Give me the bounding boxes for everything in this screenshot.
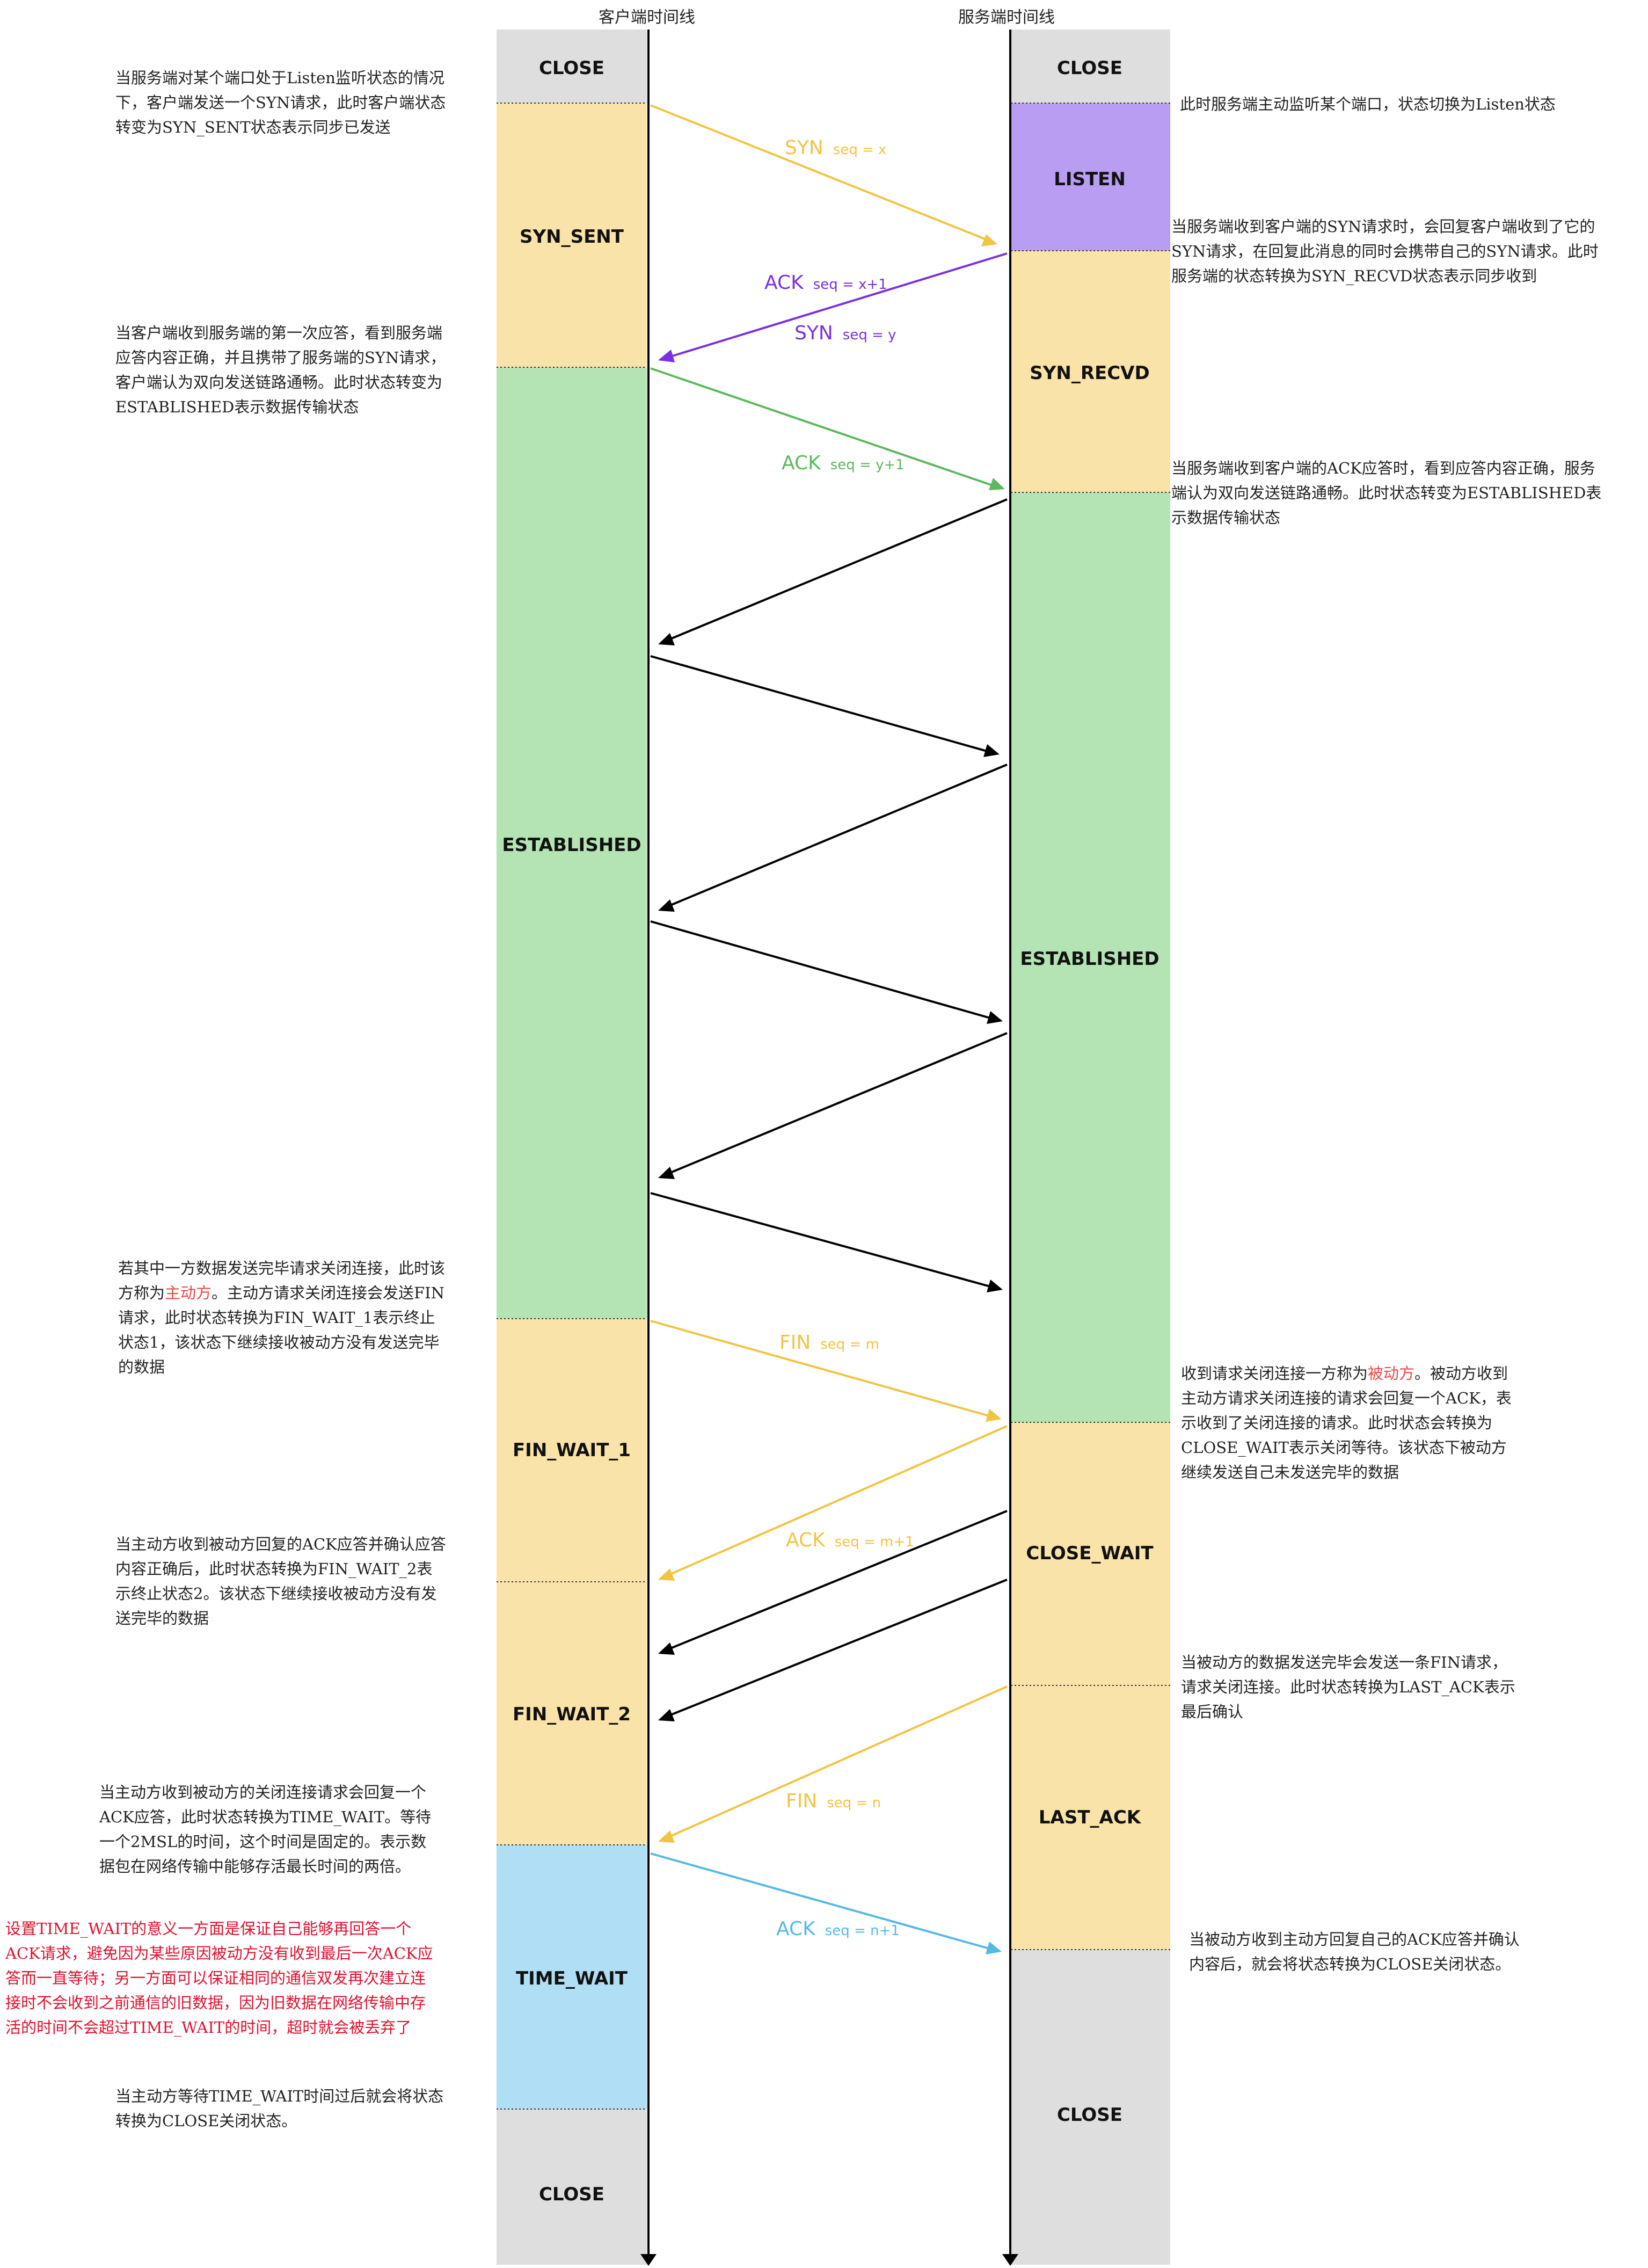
active-party-highlight: 主动方 <box>165 1284 212 1302</box>
data-arrowhead-icon <box>987 1280 1003 1292</box>
server-annotations: 此时服务端主动监听某个端口，状态切换为Listen状态 当服务端收到客户端的SY… <box>1171 95 1607 1973</box>
server-state-column: CLOSE LISTEN SYN_RECVD ESTABLISHED CLOSE… <box>1011 30 1170 2265</box>
note-client-established: 当客户端收到服务端的第一次应答，看到服务端 应答内容正确，并且携带了服务端的SY… <box>115 324 451 416</box>
note-client-syn-sent: 当服务端对某个端口处于Listen监听状态的情况 下，客户端发送一个SYN请求，… <box>115 69 451 137</box>
timeline-axes <box>640 30 1018 2266</box>
server-axis-arrow-icon <box>1002 2254 1018 2266</box>
note-server-last-ack: 当被动方的数据发送完毕会发送一条FIN请求， 请求关闭连接。此时状态转换为LAS… <box>1181 1653 1520 1721</box>
data-arrowhead-icon <box>987 1011 1003 1024</box>
ack-n1-arrow <box>650 1852 991 1950</box>
data-arrowhead-icon <box>658 633 675 645</box>
note-time-wait-reason: 设置TIME_WAIT的意义一方面是保证自己能够再回答一个 ACK请求，避免因为… <box>5 1920 438 2037</box>
message-label: FIN seq = n <box>786 1790 881 1812</box>
server-state-label: LAST_ACK <box>1039 1807 1142 1828</box>
message-label: ACK seq = m+1 <box>786 1529 914 1551</box>
data-arrow <box>667 764 1008 907</box>
data-arrowhead-icon <box>983 744 1000 757</box>
client-state-established <box>497 367 647 1319</box>
syn-x-arrow <box>650 104 989 242</box>
server-state-close-wait <box>1011 1422 1170 1685</box>
client-state-close-top <box>497 30 647 103</box>
fin-m-arrowhead-icon <box>986 1409 1002 1422</box>
message-labels: SYN seq = x ACK seq = x+1 SYN seq = y AC… <box>764 137 914 1940</box>
client-axis-arrow-icon <box>640 2254 657 2266</box>
note-server-close-wait: 收到请求关闭连接一方称为被动方。被动方收到 主动方请求关闭连接的请求会回复一个A… <box>1181 1364 1516 1481</box>
server-state-label: SYN_RECVD <box>1030 362 1149 384</box>
client-state-time-wait <box>497 1845 647 2109</box>
note-client-close: 当主动方等待TIME_WAIT时间过后就会将状态 转换为CLOSE关闭状态。 <box>115 2087 449 2130</box>
server-state-label: CLOSE_WAIT <box>1026 1543 1154 1564</box>
syn-x-arrowhead-icon <box>981 234 997 246</box>
data-arrow <box>650 655 989 753</box>
client-state-label: ESTABLISHED <box>502 834 641 856</box>
fin-n-arrow <box>667 1685 1008 1838</box>
client-state-column: CLOSE SYN_SENT ESTABLISHED FIN_WAIT_1 FI… <box>497 30 647 2265</box>
data-arrowhead-icon <box>658 899 675 912</box>
message-label: SYN seq = x <box>785 137 887 159</box>
server-state-established <box>1011 492 1170 1422</box>
message-label: FIN seq = m <box>779 1332 879 1354</box>
server-state-close-bottom <box>1011 1950 1170 2265</box>
data-arrowhead-icon <box>658 1167 675 1179</box>
data-arrow <box>650 920 993 1020</box>
server-timeline-title: 服务端时间线 <box>958 8 1055 27</box>
note-client-fin-wait-1: 若其中一方数据发送完毕请求关闭连接，此时该 方称为主动方。主动方请求关闭连接会发… <box>118 1259 450 1376</box>
server-state-syn-recvd <box>1011 251 1170 492</box>
note-client-time-wait: 当主动方收到被动方的关闭连接请求会回复一个 ACK应答，此时状态转换为TIME_… <box>99 1783 436 1876</box>
data-arrowhead-icon <box>658 1642 675 1655</box>
client-state-syn-sent <box>497 103 647 367</box>
data-arrowhead-icon <box>658 1709 675 1721</box>
ack-y1-arrow <box>650 367 995 487</box>
message-label: ACK seq = n+1 <box>776 1918 900 1940</box>
data-arrow <box>650 1192 993 1288</box>
data-arrow <box>667 1579 1008 1717</box>
server-state-label: CLOSE <box>1057 2104 1122 2126</box>
note-server-close: 当被动方收到主动方回复自己的ACK应答并确认 内容后，就会将状态转换为CLOSE… <box>1189 1930 1525 1973</box>
ack-m1-arrow <box>667 1425 1008 1576</box>
ack-n1-arrowhead-icon <box>986 1942 1002 1954</box>
client-state-close-bottom <box>497 2109 647 2265</box>
client-state-label: CLOSE <box>539 57 604 79</box>
note-server-listen: 此时服务端主动监听某个端口，状态切换为Listen状态 <box>1180 95 1556 113</box>
message-label: SYN seq = y <box>794 322 896 344</box>
server-state-listen <box>1011 103 1170 251</box>
message-label: ACK seq = x+1 <box>764 272 887 294</box>
server-state-label: ESTABLISHED <box>1020 948 1159 970</box>
message-label: ACK seq = y+1 <box>782 452 905 474</box>
data-arrow <box>667 498 1008 641</box>
ack-syn-arrowhead-icon <box>658 350 675 362</box>
ack-syn-arrow <box>668 252 1008 358</box>
server-state-last-ack <box>1011 1685 1170 1950</box>
client-state-label: TIME_WAIT <box>516 1968 628 1989</box>
fin-m-arrow <box>650 1320 991 1418</box>
data-arrow <box>667 1510 1008 1651</box>
note-client-fin-wait-2: 当主动方收到被动方回复的ACK应答并确认应答 内容正确后，此时状态转换为FIN_… <box>115 1535 451 1627</box>
ack-y1-arrowhead-icon <box>989 478 1005 490</box>
passive-party-highlight: 被动方 <box>1368 1364 1414 1383</box>
ack-m1-arrowhead-icon <box>658 1568 675 1581</box>
client-timeline-title: 客户端时间线 <box>599 8 695 27</box>
fin-n-arrowhead-icon <box>658 1830 675 1843</box>
server-state-label: LISTEN <box>1054 169 1126 190</box>
data-arrow <box>667 1032 1008 1175</box>
note-server-syn-recvd: 当服务端收到客户端的SYN请求时，会回复客户端收到了它的 SYN请求，在回复此消… <box>1171 217 1603 286</box>
server-state-label: CLOSE <box>1057 57 1122 79</box>
client-state-label: CLOSE <box>539 2184 604 2205</box>
client-state-fin-wait-1 <box>497 1319 647 1582</box>
server-state-close-top <box>1011 30 1170 103</box>
client-state-label: SYN_SENT <box>520 226 624 248</box>
note-server-established: 当服务端收到客户端的ACK应答时，看到应答内容正确，服务 端认为双向发送链路通畅… <box>1171 459 1607 527</box>
client-annotations: 当服务端对某个端口处于Listen监听状态的情况 下，客户端发送一个SYN请求，… <box>5 69 451 2130</box>
client-state-label: FIN_WAIT_1 <box>513 1440 631 1461</box>
message-arrows <box>650 104 1008 1954</box>
client-state-fin-wait-2 <box>497 1582 647 1845</box>
client-state-label: FIN_WAIT_2 <box>513 1704 631 1725</box>
